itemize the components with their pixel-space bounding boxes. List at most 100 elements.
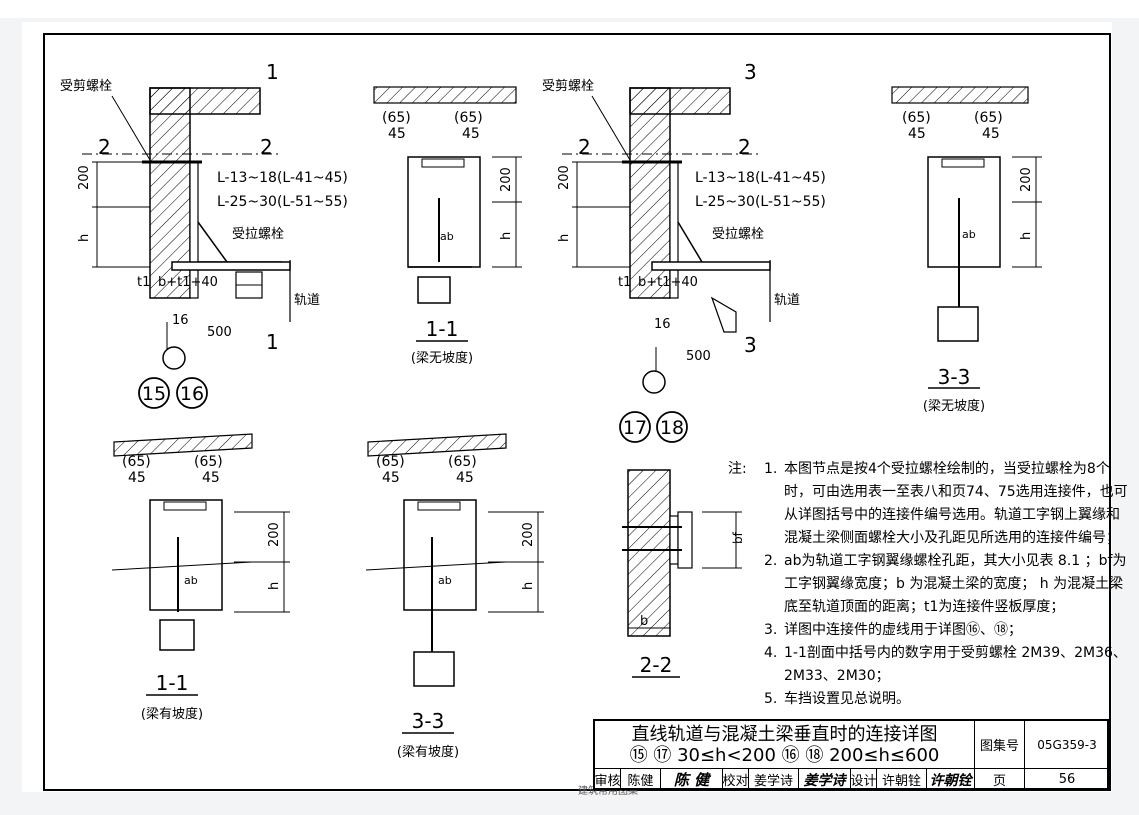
atlas-number: 05G359-3: [1025, 721, 1109, 769]
section-1-1-slope: (65) (65) 45 45 ab 200 h 1-1 (梁有坡度): [111, 433, 290, 722]
reviewer: 陈健: [621, 769, 661, 790]
note-item: 5.车挡设置见总说明。: [764, 691, 910, 707]
section-1-1-flat: (65) (65) 45 45 ab 200 h 1-1 (梁无坡度): [373, 86, 522, 366]
drawing-canvas: 200 h 2 2 1 1 受剪螺栓 L-13~18(L-41~45) L-25…: [43, 33, 1111, 791]
notes-block: 注: 1.本图节点是按4个受拉螺栓绘制的，当受拉螺栓为8个时，可由选用表一至表八…: [728, 458, 1132, 711]
svg-text:b+t1+40: b+t1+40: [158, 275, 218, 290]
svg-text:L-25~30(L-51~55): L-25~30(L-51~55): [217, 194, 348, 210]
svg-text:h: h: [267, 582, 282, 590]
svg-text:ab: ab: [440, 230, 454, 243]
svg-text:45: 45: [908, 126, 926, 142]
review-label: 审核: [595, 769, 621, 790]
svg-text:45: 45: [462, 126, 480, 142]
svg-text:(65): (65): [194, 454, 223, 470]
section-2-2: bf b 2-2: [622, 469, 745, 678]
detail-17-18: 200 h 2 2 3 3 受剪螺栓 L-13~18(L-41~45) L-25…: [542, 60, 826, 443]
svg-text:(梁无坡度): (梁无坡度): [923, 398, 985, 414]
svg-text:(65): (65): [448, 454, 477, 470]
svg-text:200: 200: [77, 165, 92, 190]
svg-text:t1: t1: [618, 275, 631, 290]
detail-15-16: 200 h 2 2 1 1 受剪螺栓 L-13~18(L-41~45) L-25…: [60, 60, 348, 409]
svg-text:(65): (65): [902, 110, 931, 126]
svg-text:200: 200: [1019, 167, 1034, 192]
svg-text:1: 1: [266, 60, 279, 84]
note-item: 4.1-1剖面中括号内的数字用于受剪螺栓 2M39、2M36、2M33、2M30…: [764, 645, 1127, 684]
svg-text:bf: bf: [731, 531, 745, 544]
watermark: 建筑常用图集: [578, 786, 638, 797]
svg-text:500: 500: [207, 325, 232, 340]
svg-text:受剪螺栓: 受剪螺栓: [60, 78, 112, 94]
svg-text:3: 3: [744, 333, 757, 357]
svg-text:45: 45: [982, 126, 1000, 142]
svg-text:受拉螺栓: 受拉螺栓: [232, 227, 284, 242]
design-label: 设计: [851, 769, 877, 790]
svg-text:(65): (65): [382, 110, 411, 126]
svg-text:2: 2: [98, 135, 111, 159]
page-label: 页: [975, 769, 1025, 790]
svg-text:18: 18: [660, 417, 684, 439]
svg-text:200: 200: [267, 522, 282, 547]
svg-text:16: 16: [180, 383, 204, 405]
svg-text:h: h: [1019, 232, 1034, 240]
designer-signature: 许朝铨: [927, 769, 975, 790]
svg-text:200: 200: [521, 522, 536, 547]
svg-text:L-13~18(L-41~45): L-13~18(L-41~45): [217, 170, 348, 186]
note-item: 3.详图中连接件的虚线用于详图⑯、⑱；: [764, 622, 1022, 638]
svg-text:45: 45: [128, 470, 146, 486]
svg-text:45: 45: [388, 126, 406, 142]
svg-text:轨道: 轨道: [294, 293, 320, 308]
svg-text:L-13~18(L-41~45): L-13~18(L-41~45): [695, 170, 826, 186]
svg-text:ab: ab: [962, 228, 976, 241]
svg-text:2: 2: [738, 135, 751, 159]
svg-text:L-25~30(L-51~55): L-25~30(L-51~55): [695, 194, 826, 210]
svg-text:ab: ab: [184, 574, 198, 587]
svg-text:(65): (65): [122, 454, 151, 470]
atlas-label: 图集号: [975, 721, 1025, 769]
svg-text:500: 500: [686, 349, 711, 364]
reviewer-signature: 陈 健: [661, 769, 723, 790]
check-label: 校对: [723, 769, 749, 790]
svg-text:(梁无坡度): (梁无坡度): [411, 350, 473, 366]
svg-text:15: 15: [142, 383, 166, 405]
svg-text:200: 200: [557, 165, 572, 190]
svg-text:45: 45: [456, 470, 474, 486]
checker-signature: 姜学诗: [799, 769, 851, 790]
svg-text:b+t1+40: b+t1+40: [638, 275, 698, 290]
svg-text:受剪螺栓: 受剪螺栓: [542, 78, 594, 94]
notes-lead: 注:: [728, 461, 747, 477]
title-block: 直线轨道与混凝土梁垂直时的连接详图 ⑮ ⑰ 30≤h<200 ⑯ ⑱ 200≤h…: [593, 719, 1109, 790]
drawing-title: 直线轨道与混凝土梁垂直时的连接详图 ⑮ ⑰ 30≤h<200 ⑯ ⑱ 200≤h…: [595, 721, 975, 769]
viewer-top-bar: [0, 0, 1139, 18]
svg-text:17: 17: [623, 417, 647, 439]
svg-text:1-1: 1-1: [426, 317, 459, 341]
svg-text:(65): (65): [974, 110, 1003, 126]
svg-text:(梁有坡度): (梁有坡度): [141, 706, 203, 722]
drawing-sheet: 200 h 2 2 1 1 受剪螺栓 L-13~18(L-41~45) L-25…: [22, 22, 1128, 797]
svg-text:(65): (65): [454, 110, 483, 126]
svg-text:h: h: [77, 234, 92, 242]
svg-text:轨道: 轨道: [774, 293, 800, 308]
svg-text:3-3: 3-3: [938, 365, 971, 389]
section-3-3-flat: (65) (65) 45 45 ab 200 h 3-3 (梁无坡度): [891, 86, 1042, 414]
svg-text:h: h: [557, 234, 572, 242]
svg-text:1-1: 1-1: [156, 671, 189, 695]
svg-text:h: h: [521, 582, 536, 590]
svg-text:t1: t1: [137, 275, 150, 290]
svg-text:3-3: 3-3: [412, 709, 445, 733]
svg-text:45: 45: [202, 470, 220, 486]
svg-text:1: 1: [266, 330, 279, 354]
svg-text:b: b: [640, 614, 648, 629]
svg-text:h: h: [499, 232, 514, 240]
designer: 许朝铨: [877, 769, 927, 790]
note-item: 1.本图节点是按4个受拉螺栓绘制的，当受拉螺栓为8个时，可由选用表一至表八和页7…: [764, 461, 1128, 546]
page-number: 56: [1058, 772, 1076, 787]
svg-text:(梁有坡度): (梁有坡度): [397, 744, 459, 760]
svg-text:3: 3: [744, 60, 757, 84]
svg-text:2: 2: [578, 135, 591, 159]
svg-text:2: 2: [260, 135, 273, 159]
sheet-border: [43, 33, 1111, 791]
svg-text:16: 16: [654, 317, 671, 332]
svg-text:2-2: 2-2: [640, 653, 673, 677]
svg-text:16: 16: [172, 313, 189, 328]
svg-text:(65): (65): [376, 454, 405, 470]
